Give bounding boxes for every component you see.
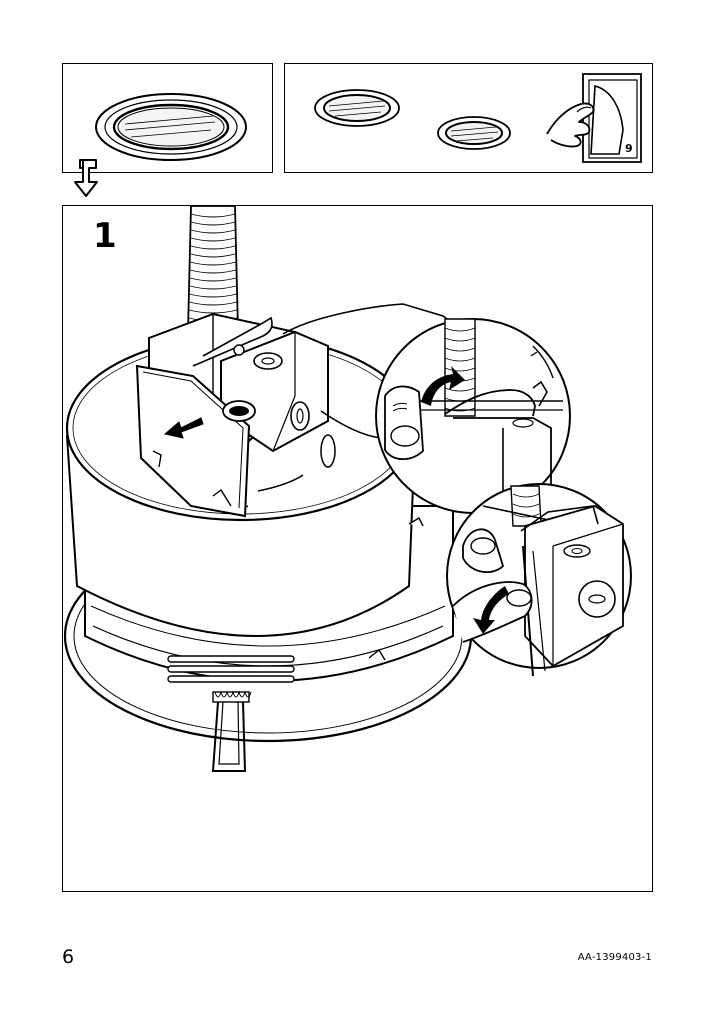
- trim-ring-illustration: [95, 93, 247, 161]
- trim-ring-small-2: [437, 116, 511, 150]
- junction-box: [135, 312, 329, 518]
- rings-illustration: [314, 73, 642, 163]
- step-number: 1: [93, 216, 117, 256]
- flexible-conduit: [187, 206, 239, 332]
- curved-arrow-down-icon: [473, 586, 509, 634]
- detail-circle-upper: [282, 303, 571, 514]
- move-arrow-icon: [163, 417, 204, 439]
- detail-circle-lower: [446, 483, 632, 677]
- page-turn-icon: [546, 73, 642, 163]
- page-reference-number: 9: [625, 142, 633, 155]
- down-arrow-icon: [74, 159, 98, 197]
- panel-alternative-rings: 9: [284, 63, 653, 173]
- panel-installed-ring: [62, 63, 273, 173]
- panel-step-1: 1: [62, 205, 653, 892]
- spring-clip: [211, 690, 252, 772]
- lamp-housing-illustration: [63, 206, 632, 772]
- trim-ring-small-1: [314, 89, 400, 127]
- lamp-housing: [63, 334, 473, 772]
- curved-arrow-icon: [421, 366, 465, 406]
- document-code: AA-1399403-1: [577, 952, 652, 963]
- page-number: 6: [62, 946, 75, 968]
